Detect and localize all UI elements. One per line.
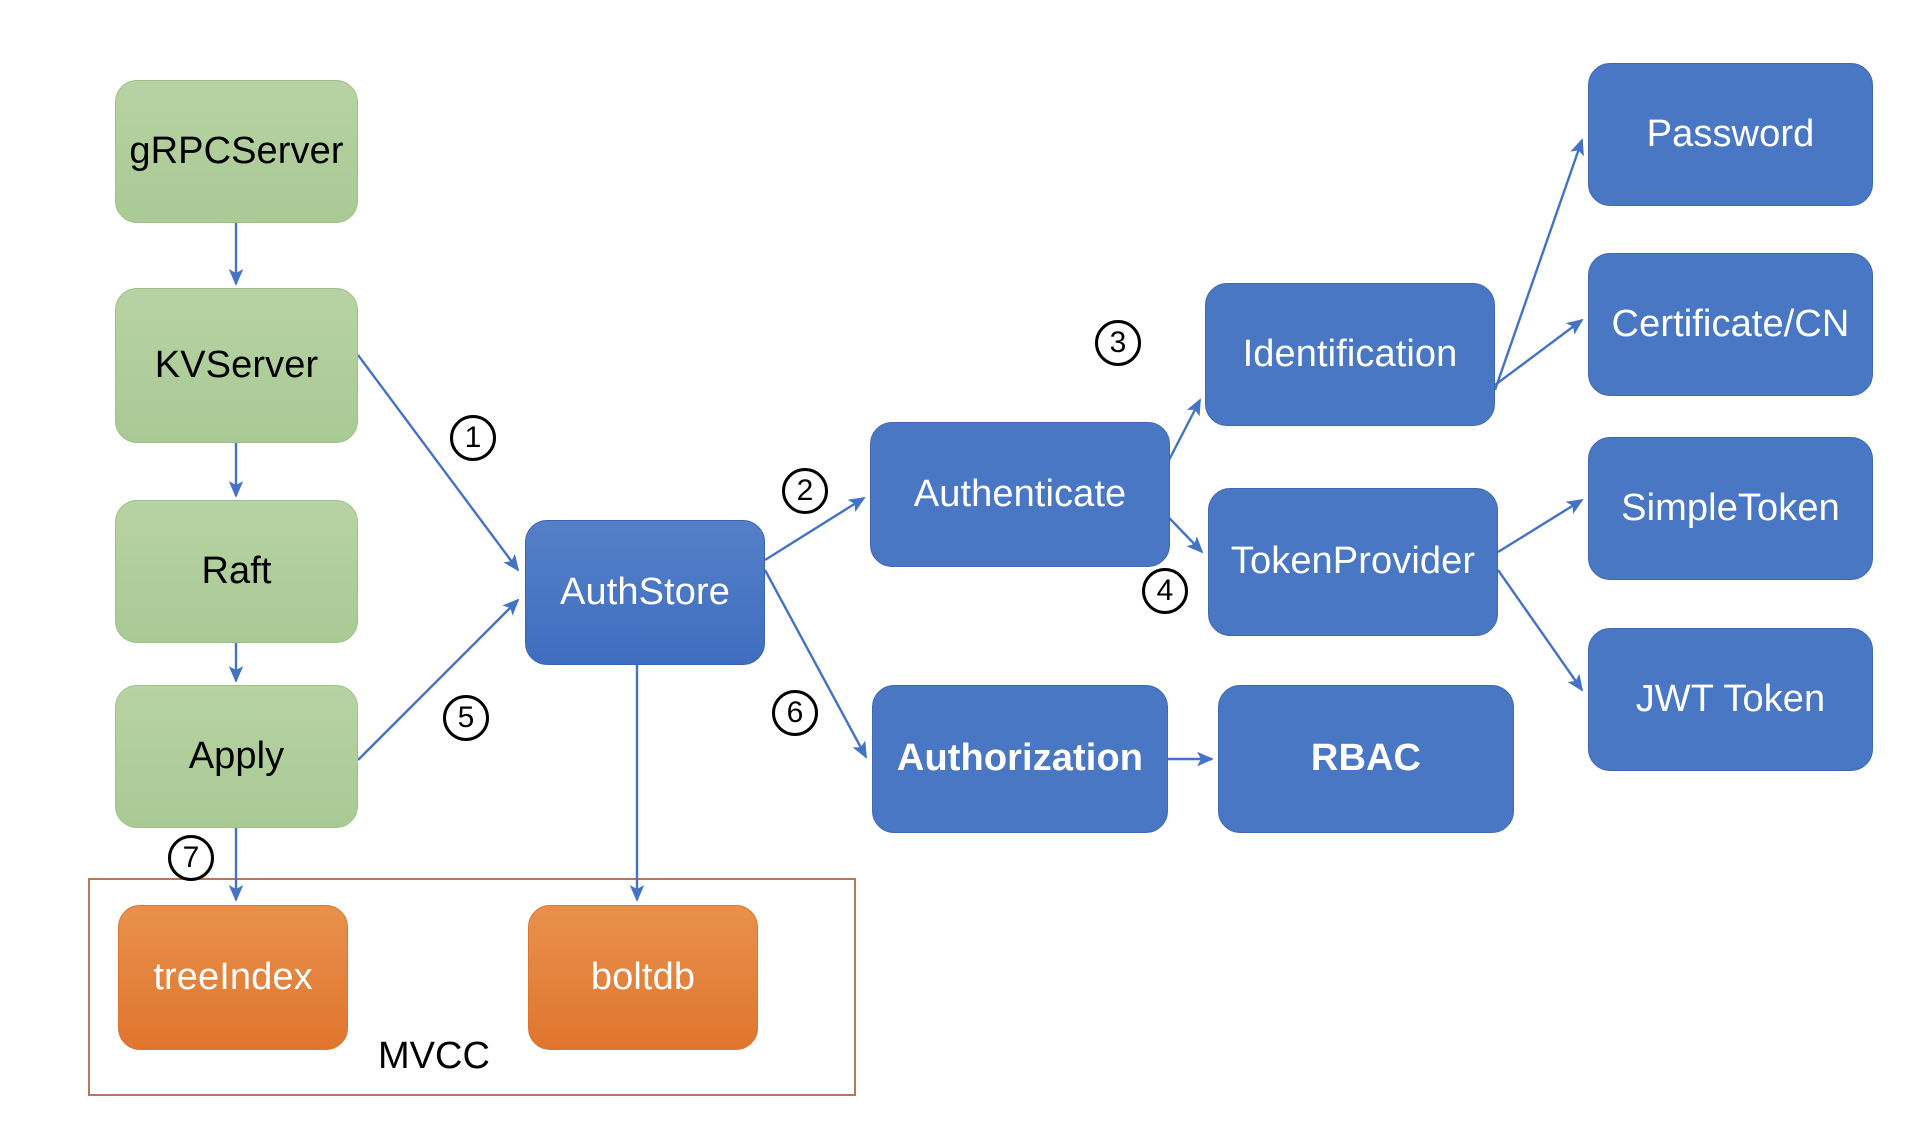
node-authstore[interactable]: AuthStore [525, 520, 765, 665]
node-password[interactable]: Password [1588, 63, 1873, 206]
edge-kvserver-authstore [357, 354, 520, 572]
node-certificate[interactable]: Certificate/CN [1588, 253, 1873, 396]
node-jwttoken[interactable]: JWT Token [1588, 628, 1873, 771]
mvcc-group-label: MVCC [378, 1035, 490, 1077]
node-identification[interactable]: Identification [1205, 283, 1495, 426]
node-boltdb[interactable]: boltdb [528, 905, 758, 1050]
node-treeindex[interactable]: treeIndex [118, 905, 348, 1050]
step-badge-7: 7 [168, 835, 214, 881]
node-apply[interactable]: Apply [115, 685, 358, 828]
step-badge-2: 2 [782, 468, 828, 514]
step-badge-4: 4 [1142, 568, 1188, 614]
step-badge-3: 3 [1095, 320, 1141, 366]
node-authenticate[interactable]: Authenticate [870, 422, 1170, 567]
edge-identification-password [1493, 138, 1584, 391]
step-badge-1: 1 [450, 415, 496, 461]
node-tokenprovider[interactable]: TokenProvider [1208, 488, 1498, 636]
mvcc-group-box [88, 878, 856, 1096]
node-kvserver[interactable]: KVServer [115, 288, 358, 443]
node-rbac[interactable]: RBAC [1218, 685, 1514, 833]
node-grpcserver[interactable]: gRPCServer [115, 80, 358, 223]
edge-identification-certificate [1494, 318, 1584, 386]
step-badge-5: 5 [443, 695, 489, 741]
node-raft[interactable]: Raft [115, 500, 358, 643]
edge-apply-authstore [357, 598, 520, 761]
step-badge-6: 6 [772, 690, 818, 736]
node-authorization[interactable]: Authorization [872, 685, 1168, 833]
edge-tokenprovider-simpletoken [1497, 498, 1584, 554]
edge-tokenprovider-jwttoken [1497, 569, 1584, 692]
node-simpletoken[interactable]: SimpleToken [1588, 437, 1873, 580]
